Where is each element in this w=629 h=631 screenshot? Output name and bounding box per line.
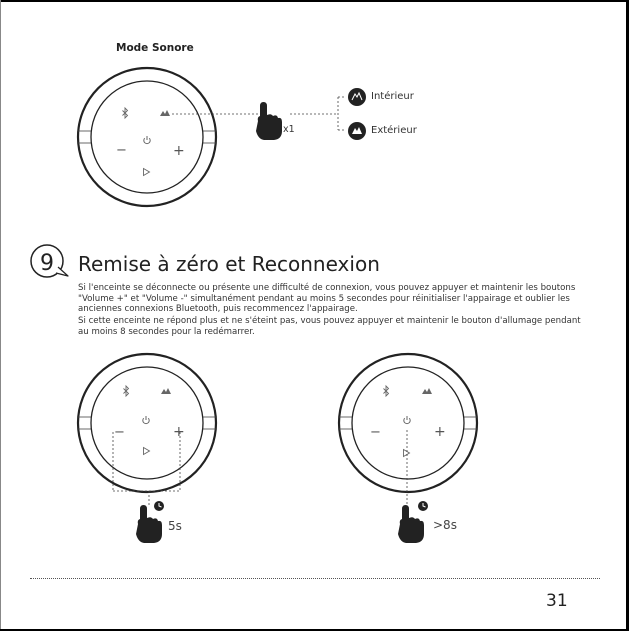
volume-minus-icon: − [370, 425, 381, 440]
outdoor-mode-icon [348, 122, 366, 140]
speaker-top: − + [76, 66, 218, 208]
press-count: x1 [283, 124, 295, 135]
volume-plus-icon: + [173, 424, 185, 440]
frame-border-bottom [0, 629, 629, 631]
speaker-reset: − + [76, 352, 218, 494]
footer-divider [30, 578, 600, 579]
indoor-mode-icon [348, 88, 366, 106]
frame-border-left [0, 0, 1, 631]
paragraph-restart: Si cette enceinte ne répond plus et ne s… [78, 316, 581, 337]
reset-hold-duration: 5s [168, 519, 182, 533]
volume-minus-icon: − [114, 425, 125, 440]
mode-option-indoor: Intérieur [371, 91, 414, 102]
clock-icon [417, 500, 429, 512]
hand-hold-icon [398, 505, 424, 543]
page-number: 31 [546, 591, 568, 611]
volume-plus-icon: + [173, 143, 185, 159]
paragraph-reset: Si l'enceinte se déconnecte ou présente … [78, 283, 576, 315]
restart-hold-duration: >8s [433, 518, 457, 532]
mode-option-outdoor: Extérieur [371, 125, 417, 136]
section-number-badge: 9 [30, 244, 69, 278]
speaker-restart: − + [337, 352, 479, 494]
mode-title: Mode Sonore [116, 42, 194, 54]
volume-plus-icon: + [434, 424, 446, 440]
svg-text:9: 9 [40, 251, 54, 276]
frame-border-top [0, 0, 629, 2]
frame-border-right [626, 0, 629, 631]
section-title: Remise à zéro et Reconnexion [78, 252, 380, 276]
volume-minus-icon: − [116, 143, 127, 158]
hand-press-icon [256, 102, 282, 140]
clock-icon [153, 500, 165, 512]
